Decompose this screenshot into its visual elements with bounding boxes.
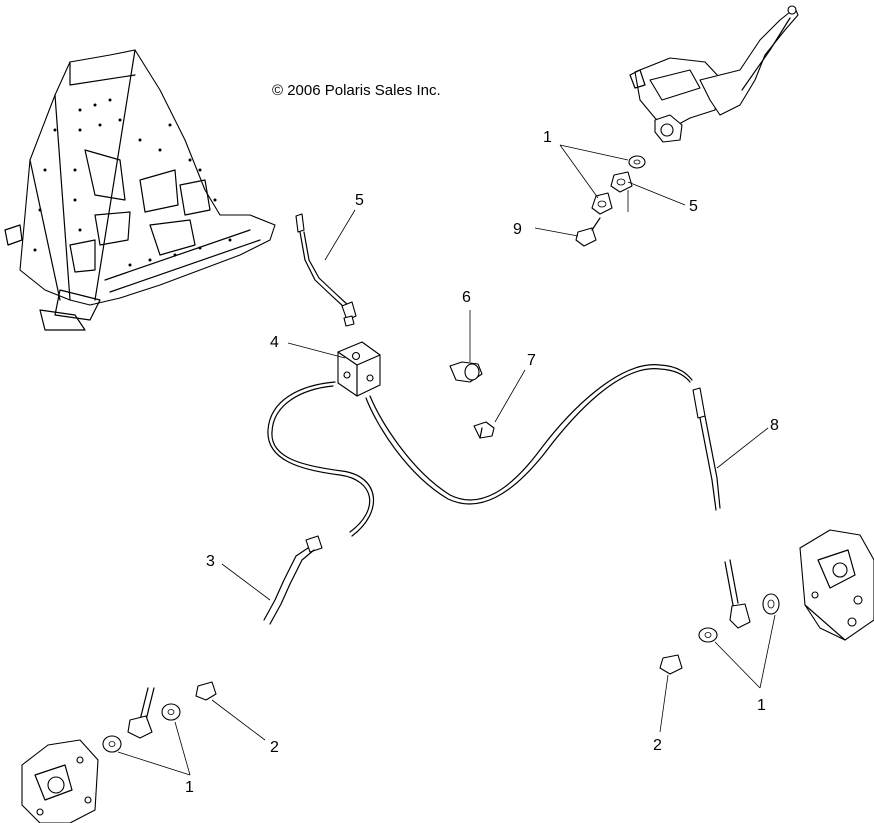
right-caliper-hardware <box>659 559 780 675</box>
callout-1-bottom-right: 1 <box>757 697 766 714</box>
banjo-fittings <box>449 361 495 439</box>
callout-1-bottom-left: 1 <box>185 779 194 796</box>
callout-5-top-right: 5 <box>689 198 698 215</box>
callout-5-left: 5 <box>355 192 364 209</box>
callout-1-top: 1 <box>543 129 552 146</box>
right-brake-caliper <box>799 529 874 641</box>
left-caliper-hardware <box>102 681 217 753</box>
brake-junction-block <box>337 341 381 397</box>
short-brake-line <box>295 213 357 327</box>
callout-8: 8 <box>770 417 779 434</box>
leader-lines <box>117 144 776 776</box>
long-brake-hose <box>365 364 721 511</box>
callout-3: 3 <box>206 553 215 570</box>
copyright-notice: © 2006 Polaris Sales Inc. <box>272 82 441 99</box>
callout-2-right: 2 <box>653 737 662 754</box>
callout-9: 9 <box>513 221 522 238</box>
left-brake-hose <box>267 381 375 537</box>
master-cylinder-hardware <box>575 155 646 247</box>
callout-7: 7 <box>527 352 536 369</box>
left-brake-caliper <box>21 739 99 823</box>
callout-2-left: 2 <box>270 739 279 756</box>
front-brake-line <box>263 535 323 625</box>
callout-6: 6 <box>462 289 471 306</box>
chassis-bulkhead <box>4 49 276 331</box>
brake-master-cylinder <box>629 5 799 143</box>
callout-4: 4 <box>270 334 279 351</box>
